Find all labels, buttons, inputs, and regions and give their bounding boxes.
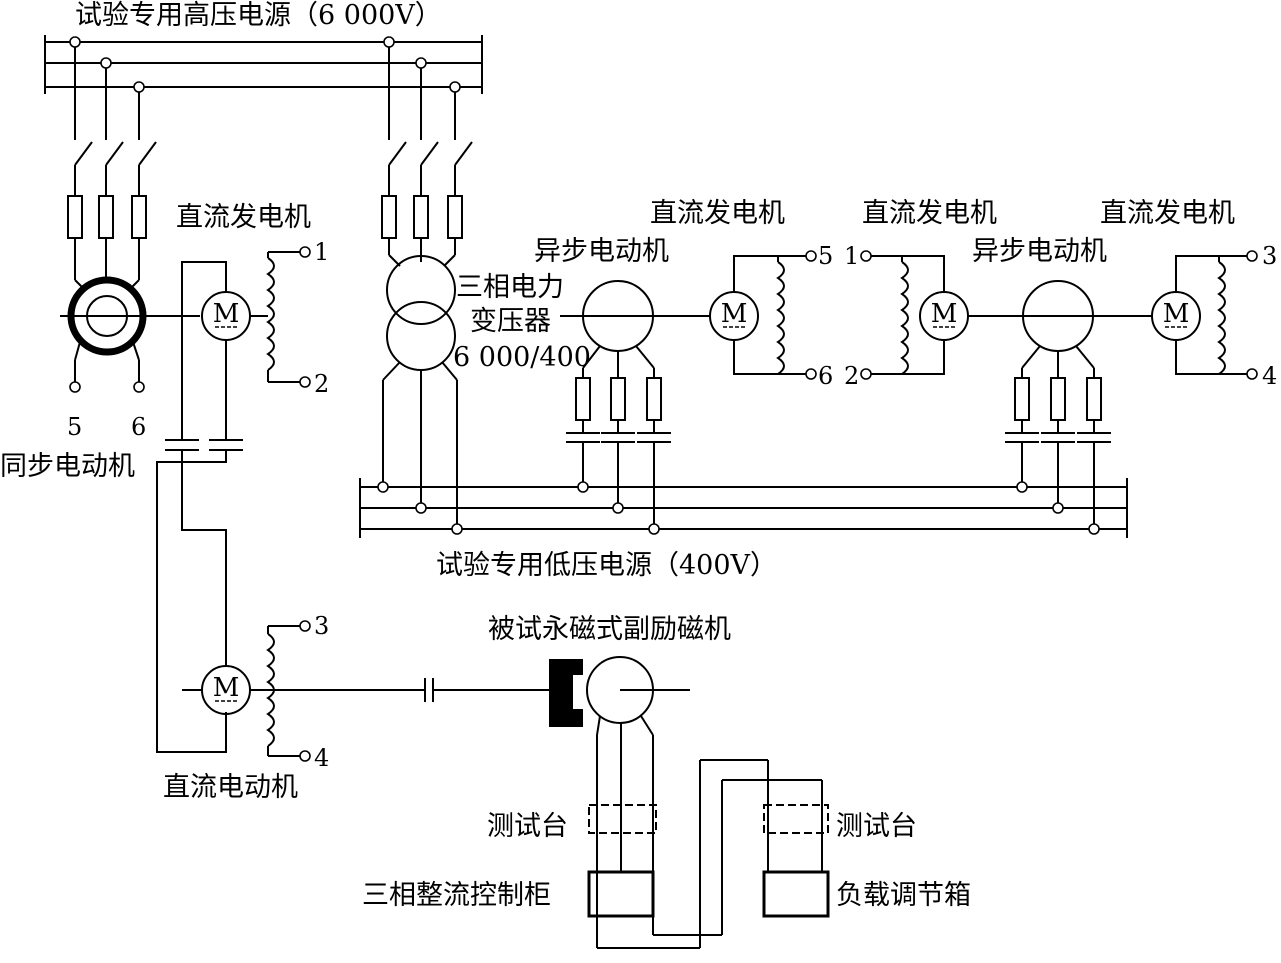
g1-terminal-2: 2 bbox=[314, 370, 329, 398]
rectifier-cabinet-label: 三相整流控制柜 bbox=[362, 880, 551, 911]
g1-terminal-1: 1 bbox=[314, 238, 329, 266]
transformer-ratio: 6 000/400 bbox=[453, 342, 591, 373]
g2-terminal-6: 6 bbox=[818, 362, 833, 390]
async-motor-1-label: 异步电动机 bbox=[534, 236, 669, 267]
dc-motor bbox=[182, 620, 555, 762]
test-bench-2-label: 测试台 bbox=[836, 811, 917, 842]
dm-terminal-3: 3 bbox=[314, 612, 329, 640]
dc-gen-2-m: M bbox=[721, 299, 748, 329]
pm-exciter bbox=[549, 656, 830, 949]
sync-motor-branch bbox=[60, 36, 200, 393]
dc-generator-1 bbox=[156, 246, 311, 753]
test-bench-1-label: 测试台 bbox=[487, 811, 568, 842]
dc-generator-4 bbox=[1150, 250, 1258, 380]
g4-terminal-4: 4 bbox=[1262, 362, 1277, 390]
lv-supply-label: 试验专用低压电源（400V） bbox=[436, 550, 777, 581]
dc-gen-1-label: 直流发电机 bbox=[176, 202, 311, 233]
g2-terminal-5: 5 bbox=[818, 242, 833, 270]
load-box-label: 负载调节箱 bbox=[836, 880, 971, 911]
lv-bus bbox=[359, 478, 1128, 538]
hv-bus bbox=[44, 35, 483, 94]
g4-terminal-3: 3 bbox=[1262, 242, 1277, 270]
dc-generator-2 bbox=[700, 250, 817, 380]
exciter-label: 被试永磁式副励磁机 bbox=[488, 614, 731, 645]
sync-terminal-5: 5 bbox=[67, 413, 82, 441]
transformer-branch bbox=[381, 36, 473, 524]
hv-supply-label: 试验专用高压电源（6 000V） bbox=[75, 0, 442, 31]
dc-gen-3-m: M bbox=[931, 299, 958, 329]
dc-gen-4-label: 直流发电机 bbox=[1100, 198, 1235, 229]
dc-gen-4-m: M bbox=[1163, 299, 1190, 329]
dm-terminal-4: 4 bbox=[314, 744, 329, 772]
dc-gen-1-m: M bbox=[213, 299, 240, 329]
async-motor-2-label: 异步电动机 bbox=[972, 236, 1107, 267]
transformer-label-2: 变压器 bbox=[470, 306, 551, 337]
dc-motor-label: 直流电动机 bbox=[163, 772, 298, 803]
g3-terminal-2: 2 bbox=[844, 362, 859, 390]
async-motor-2 bbox=[1005, 280, 1150, 535]
async-motor-1 bbox=[560, 280, 700, 535]
dc-motor-m: M bbox=[213, 673, 240, 703]
dc-gen-2-label: 直流发电机 bbox=[650, 198, 785, 229]
g3-terminal-1: 1 bbox=[844, 242, 859, 270]
dc-gen-3-label: 直流发电机 bbox=[862, 198, 997, 229]
sync-terminal-6: 6 bbox=[131, 413, 146, 441]
dc-generator-3 bbox=[860, 250, 1025, 380]
sync-motor-label: 同步电动机 bbox=[0, 451, 135, 482]
transformer-label-1: 三相电力 bbox=[456, 272, 564, 303]
